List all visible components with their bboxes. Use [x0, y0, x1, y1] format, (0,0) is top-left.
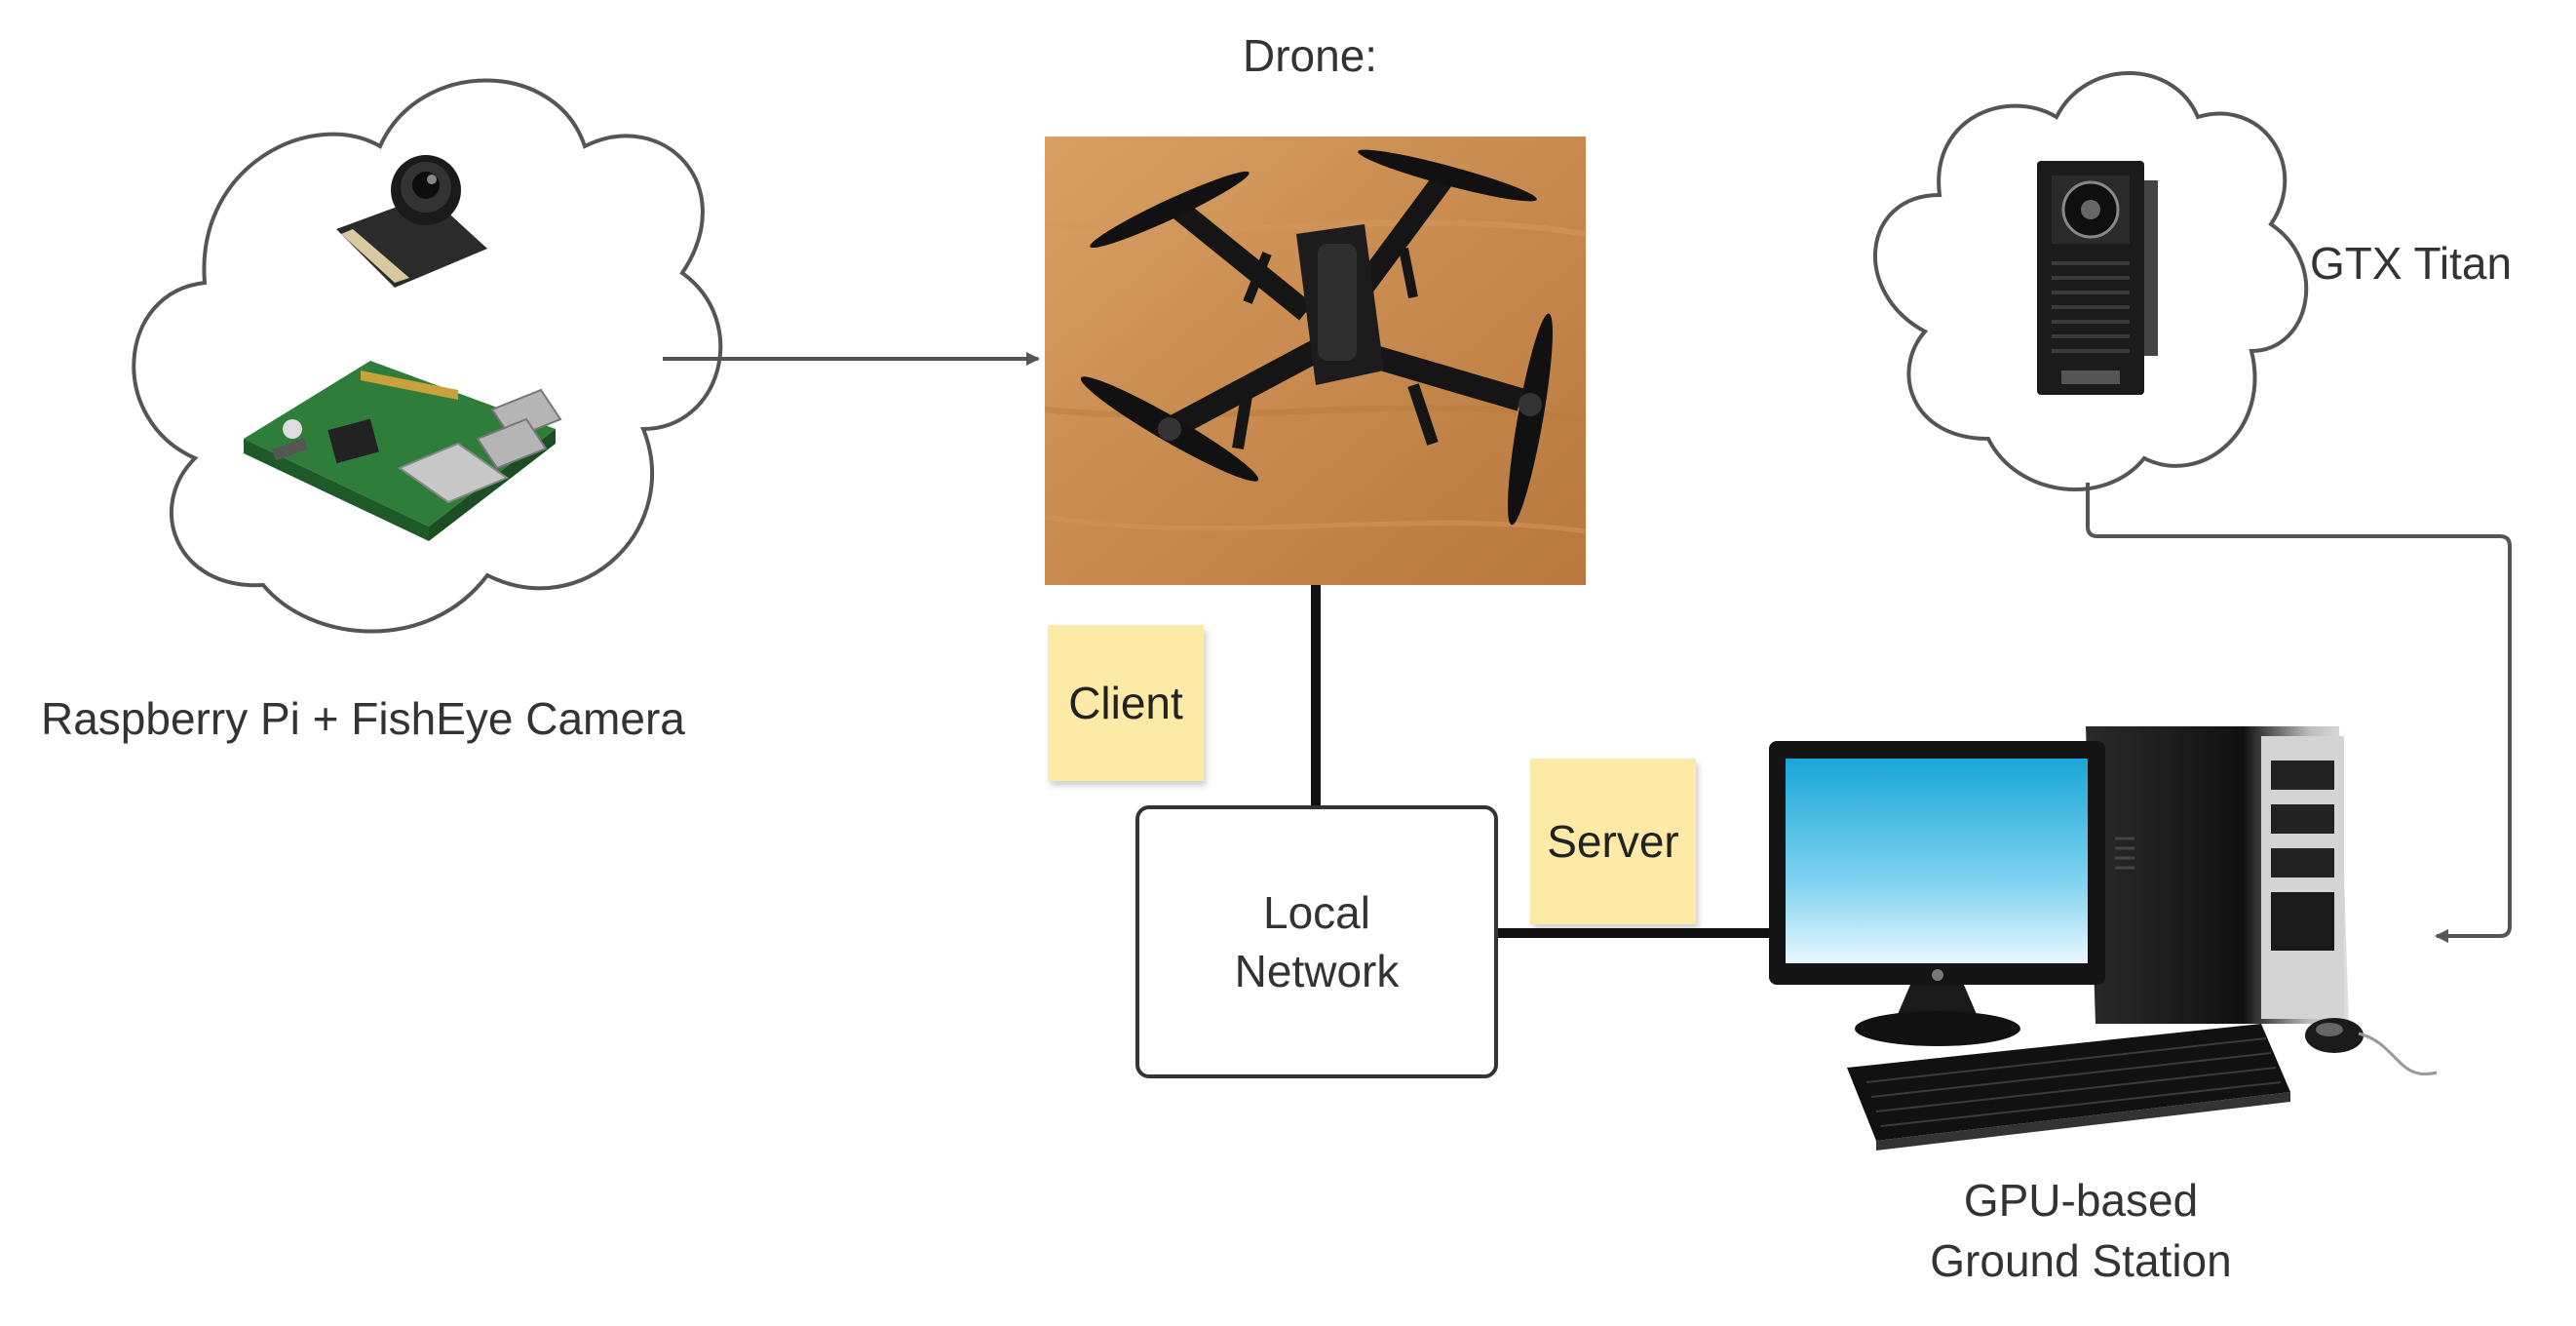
gpu-to-station-arrow	[2086, 483, 2512, 943]
client-label: Client	[1068, 678, 1183, 728]
ground-station-caption: GPU-based Ground Station	[1857, 1170, 2305, 1291]
network-label-line2: Network	[1234, 946, 1400, 996]
pi-camera-caption: Raspberry Pi + FishEye Camera	[41, 693, 685, 744]
local-network-box: Local Network	[1135, 805, 1498, 1078]
network-label-line1: Local	[1263, 887, 1370, 938]
station-label-line1: GPU-based	[1963, 1175, 2199, 1226]
drone-title: Drone:	[1243, 30, 1378, 81]
drone-photo	[1044, 136, 1587, 585]
gpu-label: GTX Titan	[2310, 238, 2513, 289]
server-note: Server	[1530, 759, 1696, 924]
station-label-line2: Ground Station	[1930, 1235, 2232, 1286]
desktop-computer-icon	[1769, 726, 2438, 1150]
pi-cloud	[132, 78, 723, 634]
client-note: Client	[1048, 625, 1204, 781]
raspberry-pi-board-icon	[244, 361, 562, 541]
gpu-card-icon	[2037, 161, 2158, 395]
camera-module-icon	[336, 155, 487, 288]
server-label: Server	[1547, 816, 1679, 867]
